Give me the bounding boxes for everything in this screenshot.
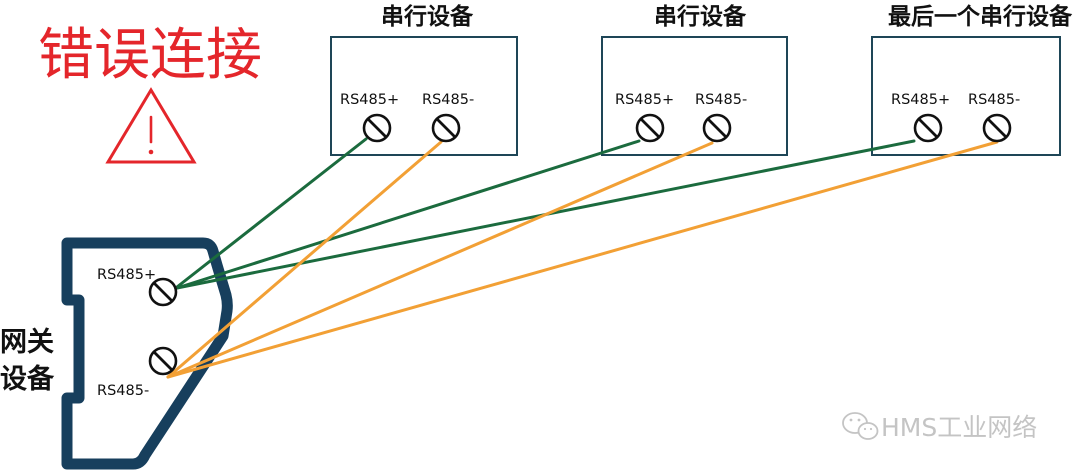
warning-triangle-outline [105, 87, 197, 164]
screw-slot [367, 118, 387, 138]
device-box [601, 36, 788, 156]
screw-slot [153, 282, 173, 302]
gateway-housing-outline [61, 237, 233, 470]
screw-terminal-icon [148, 346, 178, 376]
wechat-eye [849, 418, 853, 422]
device-title: 串行设备 [654, 3, 747, 30]
device-box [871, 36, 1061, 156]
screw-slot [987, 118, 1007, 138]
screw-slot [918, 118, 938, 138]
screw-slot [707, 118, 727, 138]
screw-slot [640, 118, 660, 138]
watermark-text: HMS工业网络 [881, 413, 1037, 442]
screw-terminal-icon [362, 113, 392, 143]
wire-gateway-minus-to-device-2-minus [166, 141, 714, 379]
screw-terminal-icon [148, 277, 178, 307]
wire-gateway-minus-to-device-1-minus [166, 140, 443, 379]
serial-device-2: 串行设备 RS485+ RS485- [601, 3, 788, 156]
wechat-eye [869, 427, 873, 431]
terminal-label-plus: RS485+ [340, 92, 399, 108]
screw-terminal-icon [982, 113, 1012, 143]
wire-gateway-plus-to-device-2-plus [175, 139, 641, 290]
device-title: 最后一个串行设备 [888, 3, 1073, 30]
screw-terminal-icon [702, 113, 732, 143]
wire-gateway-plus-to-device-1-plus [175, 137, 368, 289]
warning-triangle-icon [105, 87, 197, 164]
gateway-terminal-label-minus: RS485- [97, 383, 149, 399]
minus-wires [166, 140, 999, 379]
terminal-label-minus: RS485- [695, 92, 747, 108]
screw-slot [153, 351, 173, 371]
diagram-title: 错误连接 [38, 23, 262, 88]
wechat-eye [857, 418, 861, 422]
screw-terminal-icon [431, 113, 461, 143]
terminal-label-minus: RS485- [422, 92, 474, 108]
serial-device-last: 最后一个串行设备 RS485+ RS485- [871, 3, 1073, 156]
wire-gateway-minus-to-device-last-minus [166, 140, 999, 379]
wechat-eye [863, 427, 867, 431]
wechat-icon [842, 412, 879, 440]
terminal-label-plus: RS485+ [615, 92, 674, 108]
gateway-name-line-1: 网关 [0, 327, 54, 358]
wechat-bubble-small [857, 422, 879, 440]
gateway-terminal-label-plus: RS485+ [97, 267, 156, 283]
gateway-device: RS485+ RS485- [61, 237, 233, 470]
terminal-label-minus: RS485- [968, 92, 1020, 108]
gateway-name-line-2: 设备 [0, 364, 55, 395]
terminal-label-plus: RS485+ [891, 92, 950, 108]
serial-device-1: 串行设备 RS485+ RS485- [330, 3, 518, 156]
device-title: 串行设备 [381, 3, 474, 30]
screw-terminal-icon [635, 113, 665, 143]
screw-terminal-icon [913, 113, 943, 143]
screw-slot [436, 118, 456, 138]
warning-exclamation-dot [148, 149, 154, 155]
